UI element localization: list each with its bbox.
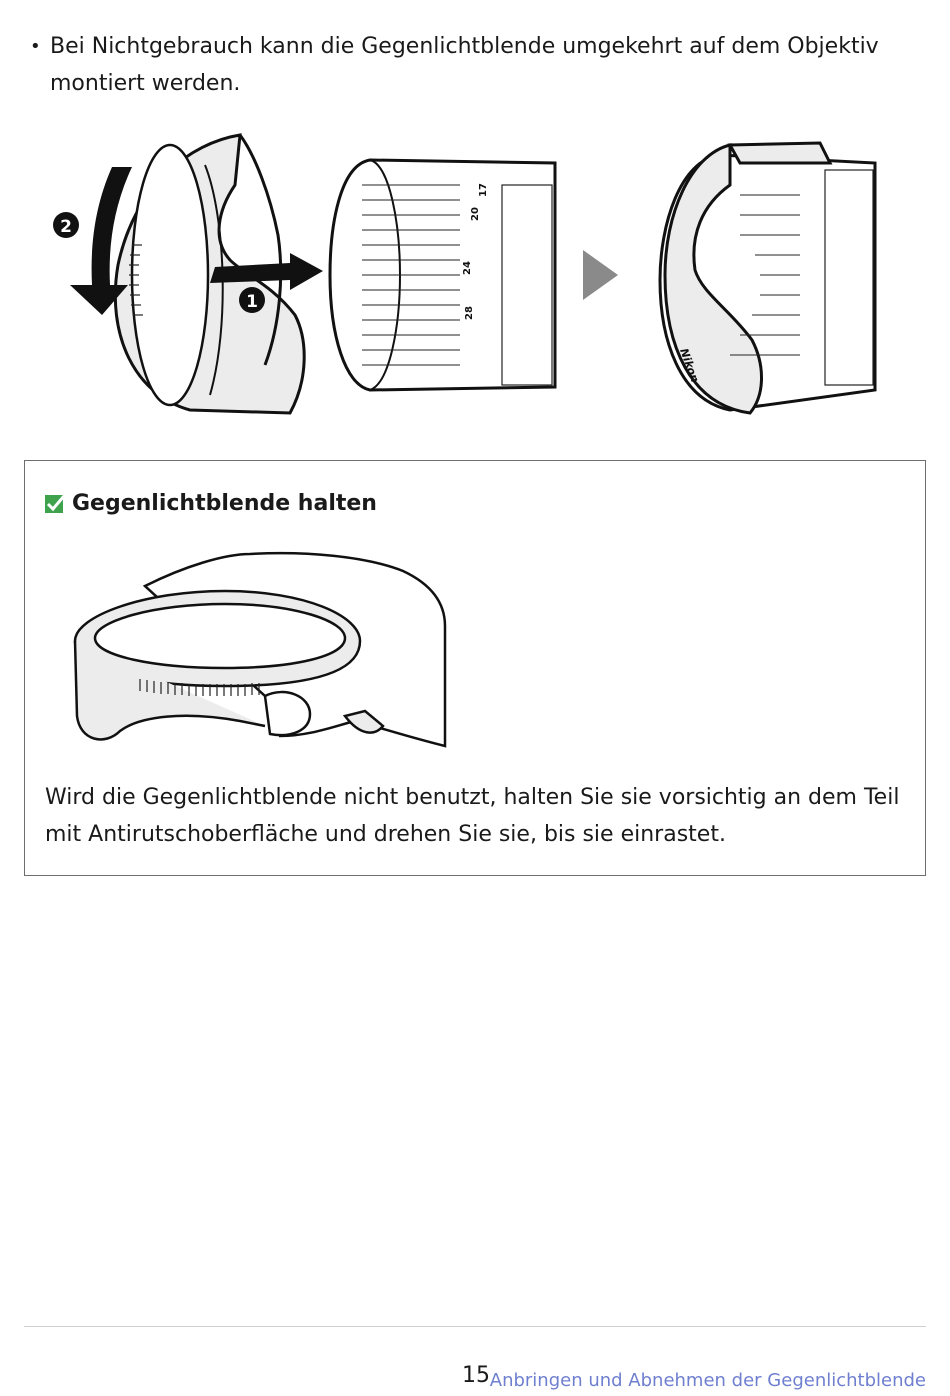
ring-mark-24: 24 xyxy=(462,261,473,275)
hood-reverse-mount-illustration: 2 1 17 20 24 28 Nikon xyxy=(53,133,877,415)
bullet-marker: • xyxy=(30,36,41,57)
step-one-badge xyxy=(239,287,265,313)
hood-ridges xyxy=(129,244,143,316)
push-arrow-icon xyxy=(210,253,323,290)
tip-box: Gegenlichtblende halten Wird die Gegenli… xyxy=(24,460,926,876)
grip-ridges xyxy=(139,679,260,696)
page-number: 15 xyxy=(462,1363,490,1388)
lens-grip-lines xyxy=(362,184,460,366)
ring-mark-28: 28 xyxy=(464,306,475,320)
tip-title-text: Gegenlichtblende halten xyxy=(72,491,377,516)
right-zoom-ring-grid xyxy=(824,169,874,386)
hood-ring-drawing xyxy=(73,589,385,741)
section-link[interactable]: Anbringen und Abnehmen der Gegenlichtble… xyxy=(489,1370,926,1391)
thumb-drawing xyxy=(263,690,312,737)
lens-hood-drawing xyxy=(113,133,306,415)
lens-with-reversed-hood-drawing xyxy=(658,141,877,415)
rotate-arrow-icon xyxy=(70,167,132,315)
step-two-label: 2 xyxy=(60,217,72,237)
bullet-text: Bei Nichtgebrauch kann die Gegenlichtble… xyxy=(50,34,879,96)
tip-body-text: Wird die Gegenlichtblende nicht benutzt,… xyxy=(45,785,900,847)
ring-mark-17: 17 xyxy=(478,183,489,197)
hold-hood-illustration xyxy=(73,551,447,748)
step-two-badge xyxy=(53,212,79,238)
transition-arrow-icon xyxy=(583,250,618,300)
ring-mark-20: 20 xyxy=(470,207,481,221)
footer-divider xyxy=(24,1326,926,1327)
zoom-ring-grid xyxy=(501,184,553,386)
checkbox-check-icon xyxy=(45,495,65,513)
step-one-label: 1 xyxy=(246,292,258,312)
tip-title: Gegenlichtblende halten xyxy=(45,489,377,519)
right-lens-grip-lines xyxy=(730,194,800,356)
